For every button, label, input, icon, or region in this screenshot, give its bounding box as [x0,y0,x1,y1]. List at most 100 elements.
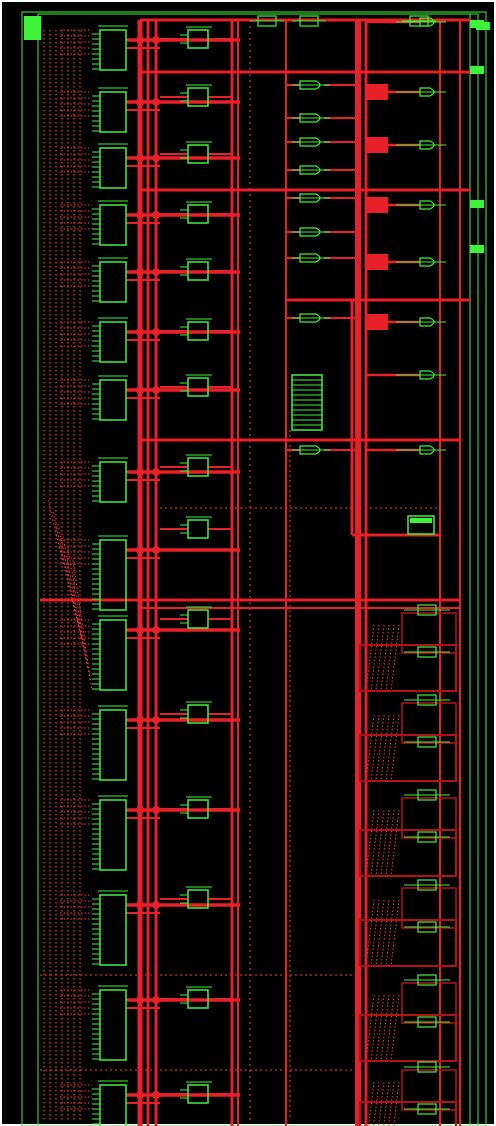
logic-block-outline [99,799,127,871]
mux-dotted-line [385,994,395,1062]
mux-dotted-line [373,1081,380,1126]
logic-gate-icon [292,80,330,90]
logic-block-outline [99,29,127,71]
mux-dotted-line [393,1081,400,1126]
buffer-component [407,515,435,535]
mux-outline [401,887,457,929]
register-icon [404,831,450,843]
register-icon [180,701,212,724]
logic-block [92,143,128,189]
logic-block [92,25,128,71]
mux-dotted-line [365,714,375,782]
mux-dotted-line [365,899,375,967]
logic-block [92,200,128,246]
junction-dot [136,268,144,276]
mux-dotted-line [390,624,400,692]
mux-dotted-line [375,714,385,782]
mux-dotted-line [370,899,380,967]
register-icon [404,1016,450,1028]
logic-block-outline [99,1084,127,1126]
logic-block-outline [99,989,127,1061]
logic-gate-icon [250,15,284,27]
mux-dotted-line [385,809,395,877]
output-port-icon [470,200,484,208]
junction-dot [136,901,144,909]
mux-dotted-line [385,624,395,692]
wire-cluster [366,137,388,153]
buffer-outline [407,515,435,535]
logic-gate-icon [396,87,446,97]
logic-gate-icon [402,15,436,27]
register-icon [404,604,450,616]
logic-block [92,985,128,1061]
fan-dotted-line [62,535,89,671]
junction-dot [152,98,160,106]
wire-cluster [366,84,388,100]
mux-dotted-line [365,624,375,692]
register-outline [187,799,209,819]
mux-outline [359,644,457,692]
logic-block-outline [99,619,127,691]
logic-gate-icon [292,313,330,323]
logic-block [92,317,128,363]
register-icon [404,789,450,801]
junction-dot [152,716,160,724]
register-icon [180,886,212,909]
register-icon [180,796,212,819]
logic-block-outline [99,539,127,611]
output-port-icon [470,245,484,253]
register-icon [180,454,212,477]
junction-dot [152,806,160,814]
register-icon [404,694,450,706]
junction-dot [136,211,144,219]
mux-dotted-line [380,714,390,782]
logic-block [92,375,128,421]
junction-dot [136,386,144,394]
mux-dotted-line [365,809,375,877]
junction-dot [152,1091,160,1099]
register-outline [187,1084,209,1104]
register-icon [180,516,212,539]
register-outline [187,144,209,164]
junction-dot [152,901,160,909]
input-port-icon [24,16,41,40]
mux-dotted-line [375,809,385,877]
mux-outline [401,797,457,839]
mux-dotted-line [390,994,400,1062]
register-icon [180,1081,212,1104]
junction-dot [136,716,144,724]
logic-gate-icon [292,445,330,455]
register-icon [180,374,212,397]
logic-gate-icon [292,165,330,175]
logic-block-outline [99,147,127,189]
logic-block-outline [99,894,127,966]
register-outline [187,609,209,629]
register-outline [187,377,209,397]
mux-dotted-line [365,994,375,1062]
register-icon [404,974,450,986]
mux-outline [359,1101,457,1126]
logic-block [92,705,128,781]
junction-dot [136,996,144,1004]
junction-dot [152,386,160,394]
junction-dot [136,806,144,814]
logic-gate-icon [292,113,330,123]
register-icon [404,879,450,891]
mux-outline [401,702,457,744]
register-icon [180,201,212,224]
mux-dotted-line [368,1081,375,1126]
register-icon [404,1061,450,1073]
logic-gate-icon [292,15,326,27]
junction-dot [152,328,160,336]
output-port-icon [476,22,490,30]
junction-dot [152,468,160,476]
junction-dot [152,154,160,162]
junction-dot [152,211,160,219]
logic-gate-icon [396,317,446,327]
register-icon [404,921,450,933]
junction-dot [136,98,144,106]
register-icon [404,1103,450,1115]
